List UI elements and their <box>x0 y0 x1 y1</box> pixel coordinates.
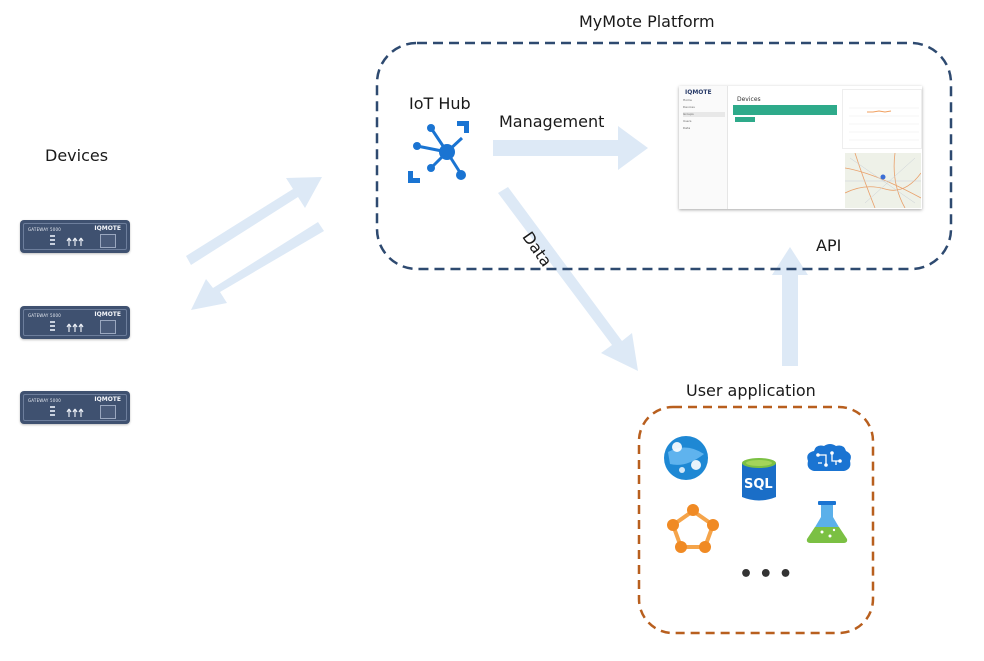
devices-label: Devices <box>45 146 109 165</box>
map-roads <box>845 153 921 208</box>
gateway-device: GATEWAY 5000 IQMOTE <box>20 391 130 424</box>
antenna-icon <box>66 323 84 332</box>
user-application-boundary <box>637 405 875 635</box>
event-grid-icon <box>667 504 719 553</box>
antenna-icon <box>66 408 84 417</box>
sql-database-icon <box>742 458 776 501</box>
platform-dashboard-screenshot: IQMOTE Home Devices Groups Users Data De… <box>679 86 922 209</box>
platform-boundary <box>375 41 953 271</box>
screenshot-menu-item: Users <box>683 119 692 123</box>
sql-label: SQL <box>744 477 773 492</box>
screenshot-map <box>845 153 921 208</box>
screenshot-menu-item: Devices <box>683 105 695 109</box>
hub-to-device-arrow <box>191 222 324 310</box>
gateway-device: GATEWAY 5000 IQMOTE <box>20 306 130 339</box>
screenshot-chart-pane <box>842 89 922 149</box>
screenshot-menu-item: Home <box>683 98 692 102</box>
api-label: API <box>816 236 842 255</box>
screenshot-device-row <box>733 105 837 115</box>
screenshot-menu-item: Groups <box>683 112 725 117</box>
data-arrow <box>498 187 638 371</box>
screenshot-sidebar: IQMOTE Home Devices Groups Users Data <box>679 86 728 209</box>
management-label: Management <box>499 112 605 131</box>
device-to-hub-arrow <box>186 177 322 265</box>
screenshot-brand: IQMOTE <box>685 89 712 96</box>
platform-title: MyMote Platform <box>579 12 715 31</box>
user-application-label: User application <box>686 381 816 400</box>
more-indicator: • • • <box>739 562 793 587</box>
iot-hub-icon <box>408 121 469 183</box>
antenna-icon <box>66 237 84 246</box>
management-arrow <box>493 126 648 170</box>
gateway-device: GATEWAY 5000 IQMOTE <box>20 220 130 253</box>
machine-learning-icon <box>806 501 848 543</box>
api-arrow <box>772 247 808 366</box>
cognitive-services-icon <box>807 444 851 471</box>
screenshot-menu-item: Data <box>683 126 691 130</box>
app-service-icon <box>664 436 708 480</box>
screenshot-chart <box>849 107 919 141</box>
screenshot-button <box>735 117 755 122</box>
iot-hub-label: IoT Hub <box>409 94 471 113</box>
screenshot-title: Devices <box>737 96 761 103</box>
